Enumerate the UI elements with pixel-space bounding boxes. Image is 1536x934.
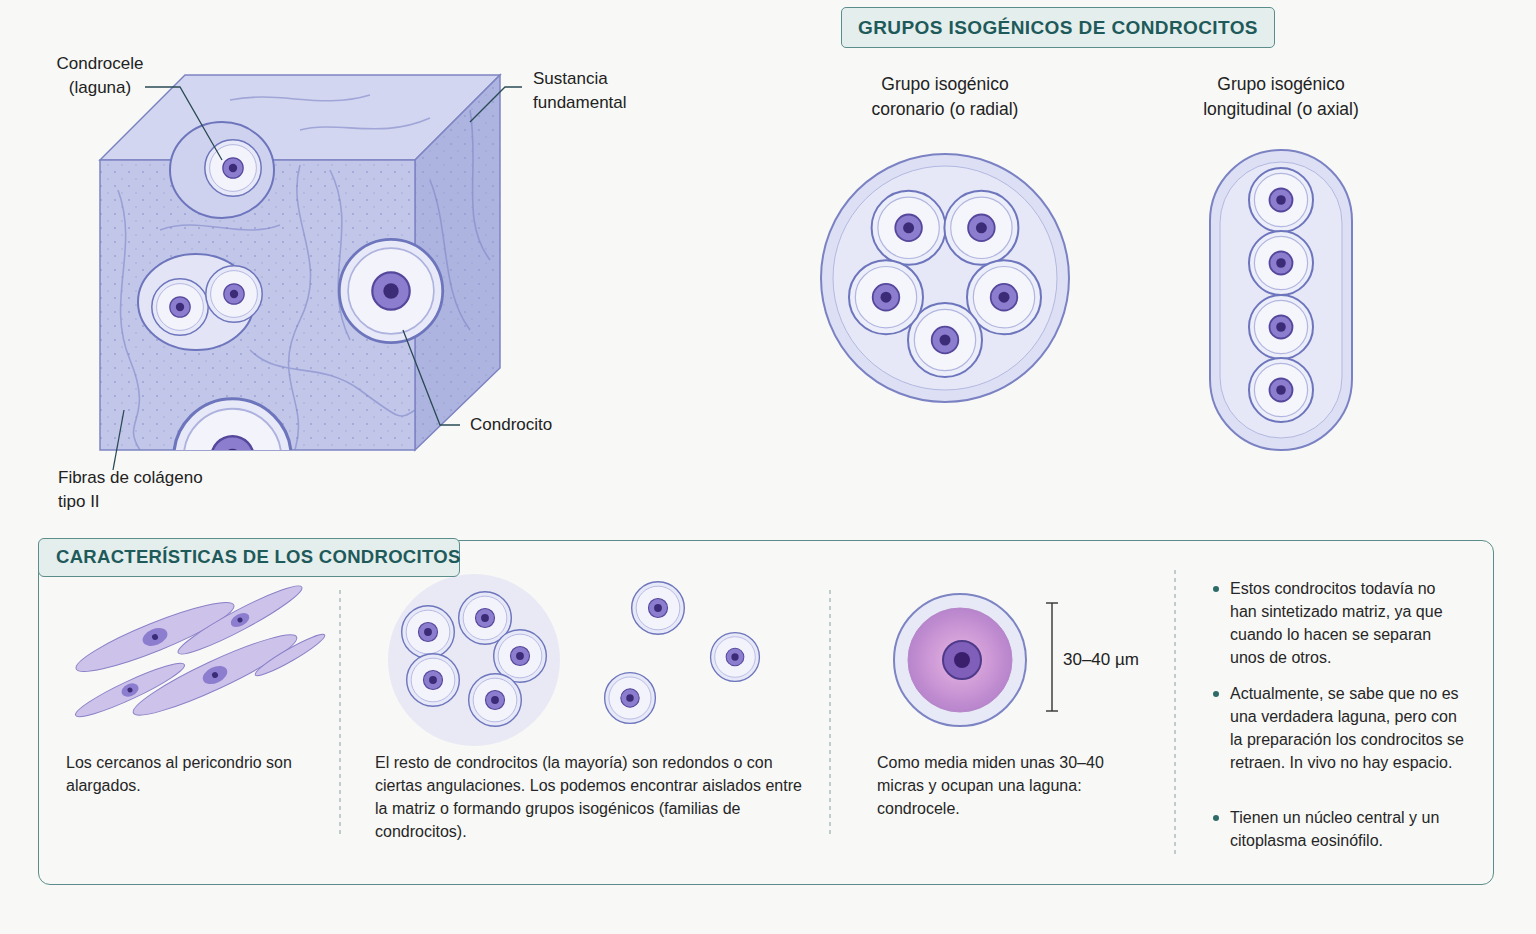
bullet-dot: [1213, 815, 1219, 821]
panel-heading: CARACTERÍSTICAS DE LOS CONDROCITOS: [38, 538, 460, 577]
dimension-bracket: [1046, 603, 1058, 711]
part-label: Sustancia fundamental: [533, 67, 645, 115]
isogenic-group-oval: Grupo isogénico longitudinal (o axial): [1180, 66, 1382, 454]
group-label: Grupo isogénico longitudinal (o axial): [1186, 72, 1376, 122]
oval-outline: [1180, 66, 1382, 454]
description-text: Como media miden unas 30–40 micras y ocu…: [877, 751, 1117, 820]
isogenic-group-circle: Grupo isogénico coronario (o radial): [815, 66, 1075, 411]
group-label: Grupo isogénico coronario (o radial): [845, 72, 1045, 122]
bullet-text: Estos condrocitos todavía no han sinteti…: [1230, 577, 1465, 669]
bullet-dot: [1213, 691, 1219, 697]
heading-box: GRUPOS ISOGÉNICOS DE CONDROCITOS: [841, 7, 1275, 48]
dimension-label: 30–40 µm: [1063, 648, 1153, 672]
round-cells: [388, 574, 759, 746]
cartilage-cube: [100, 75, 500, 516]
description-text: El resto de condrocitos (la mayoría) son…: [375, 751, 805, 843]
part-label: Condrocito: [470, 413, 590, 437]
part-label: Condrocele (laguna): [48, 52, 152, 100]
chondrocyte-detail: [894, 594, 1026, 726]
separators: [340, 570, 1175, 855]
description-text: Los cercanos al pericondrio son alargado…: [66, 751, 336, 797]
leader-lines: [113, 87, 522, 470]
bullet-dot: [1213, 586, 1219, 592]
info-panel: CARACTERÍSTICAS DE LOS CONDROCITOS Los ce…: [38, 540, 1494, 885]
heading-text: GRUPOS ISOGÉNICOS DE CONDROCITOS: [858, 16, 1258, 39]
bullet-text: Tienen un núcleo central y un citoplasma…: [1230, 806, 1465, 852]
bullet-text: Actualmente, se sabe que no es una verda…: [1230, 682, 1465, 774]
spindle-cells: [71, 578, 328, 725]
part-label: Fibras de colágeno tipo II: [58, 466, 223, 514]
